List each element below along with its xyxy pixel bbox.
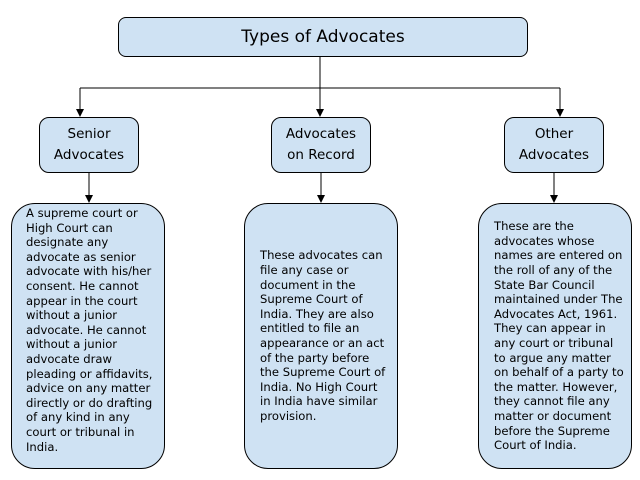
category-node-other-advocates: Other Advocates	[504, 117, 604, 173]
description-text-advocates-on-record: These advocates can file any case or doc…	[260, 248, 386, 423]
category-node-advocates-on-record: Advocates on Record	[271, 117, 371, 173]
description-node-advocates-on-record: These advocates can file any case or doc…	[244, 203, 398, 469]
description-node-other-advocates: These are the advocates whose names are …	[478, 203, 632, 469]
category-label-senior-advocates: Senior Advocates	[53, 126, 125, 163]
root-node-types-of-advocates: Types of Advocates	[118, 17, 528, 57]
description-text-other-advocates: These are the advocates whose names are …	[494, 219, 624, 453]
description-node-senior-advocates: A supreme court or High Court can design…	[11, 203, 165, 469]
category-node-senior-advocates: Senior Advocates	[39, 117, 139, 173]
description-text-senior-advocates: A supreme court or High Court can design…	[26, 206, 153, 454]
root-node-label: Types of Advocates	[241, 27, 405, 47]
category-label-advocates-on-record: Advocates on Record	[285, 126, 357, 163]
category-label-other-advocates: Other Advocates	[518, 126, 590, 163]
